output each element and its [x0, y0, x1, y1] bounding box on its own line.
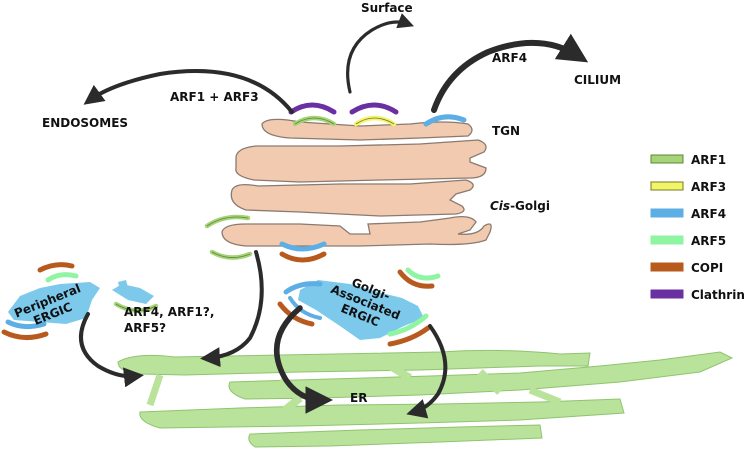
arf1-coat-outline — [115, 303, 157, 311]
label-cis-golgi: Cis-Golgi — [490, 199, 550, 213]
coat-vesicles — [1, 102, 467, 347]
arrow-gaergic-to-er-right — [406, 324, 448, 419]
legend-label-arf4: ARF4 — [691, 207, 726, 221]
label-cis-italic: Cis — [490, 199, 510, 213]
label-endosomes: ENDOSOMES — [42, 116, 128, 130]
arf5-coat — [45, 272, 79, 283]
arf4-coat — [5, 319, 47, 330]
arf1-coat-outline — [211, 251, 251, 258]
golgi-cisterna-tgn — [261, 118, 473, 141]
legend-swatch-arf4 — [650, 208, 684, 218]
er-tubule — [117, 349, 591, 376]
copi-coat — [397, 269, 435, 289]
label-surface: Surface — [361, 1, 413, 15]
copi-coat — [37, 262, 75, 273]
peripheral-ergic-fragment — [112, 284, 154, 304]
er-network — [117, 349, 734, 448]
arrow-gaergic-to-er-left — [273, 305, 333, 414]
legend-swatch-clathrin — [650, 289, 684, 299]
peripheral-ergic — [8, 280, 154, 324]
arrow-to-cilium — [431, 33, 589, 113]
golgi-associated-ergic — [298, 280, 424, 340]
label-arf-question-line1: ARF4, ARF1?, — [124, 305, 214, 319]
arf5-coat — [405, 267, 441, 281]
arrow-to-endosomes — [83, 69, 294, 114]
legend-swatch-copi — [650, 262, 684, 272]
peripheral-ergic-shape — [8, 282, 100, 324]
label-tgn: TGN — [492, 124, 520, 138]
legend-label-arf3: ARF3 — [691, 180, 726, 194]
label-er: ER — [350, 391, 367, 405]
arf4-coat — [423, 114, 467, 127]
arf4-coat — [279, 241, 327, 252]
arf1-coat-outline — [206, 216, 249, 227]
arrow-to-surface — [346, 13, 414, 94]
copi-coat — [387, 325, 431, 347]
label-arf-question-line2: ARF5? — [124, 321, 166, 335]
er-tubule — [146, 373, 562, 407]
golgi-cisterna — [235, 139, 487, 183]
clathrin-coat — [288, 102, 337, 115]
label-cis-rest: -Golgi — [510, 199, 550, 213]
peripheral-ergic-fragment — [118, 280, 128, 290]
legend-label-arf1: ARF1 — [691, 153, 726, 167]
arf1-coat-outline — [294, 117, 335, 125]
label-arf4-top: ARF4 — [492, 51, 527, 65]
legend-swatch-arf1 — [650, 154, 684, 164]
label-arf1-arf3: ARF1 + ARF3 — [170, 90, 259, 104]
clathrin-coat — [349, 102, 399, 115]
legend-label-copi: COPI — [691, 261, 723, 275]
er-tubule — [248, 424, 543, 448]
golgi-cisterna — [230, 179, 474, 217]
legend-swatch-arf5 — [650, 235, 684, 245]
golgi-cisterna-cis — [221, 216, 492, 247]
arrow-peripheral-ergic-to-er — [79, 312, 144, 388]
arf3-coat-outline — [355, 117, 395, 125]
label-cilium: CILIUM — [574, 73, 621, 87]
trafficking-arrows — [79, 13, 589, 419]
copi-coat — [279, 251, 327, 263]
golgi-stack — [221, 118, 492, 247]
arf5-coat — [387, 313, 429, 337]
legend-label-arf5: ARF5 — [691, 234, 726, 248]
arf4-coat — [283, 281, 323, 295]
golgi-associated-ergic-shape — [298, 280, 424, 340]
arrow-golgi-to-er — [200, 250, 264, 368]
er-tubule — [139, 398, 625, 429]
arf4-coat — [288, 296, 322, 320]
legend-swatch-arf3 — [650, 181, 684, 191]
legend-label-clathrin: Clathrin — [691, 288, 745, 302]
copi-coat — [1, 329, 49, 340]
